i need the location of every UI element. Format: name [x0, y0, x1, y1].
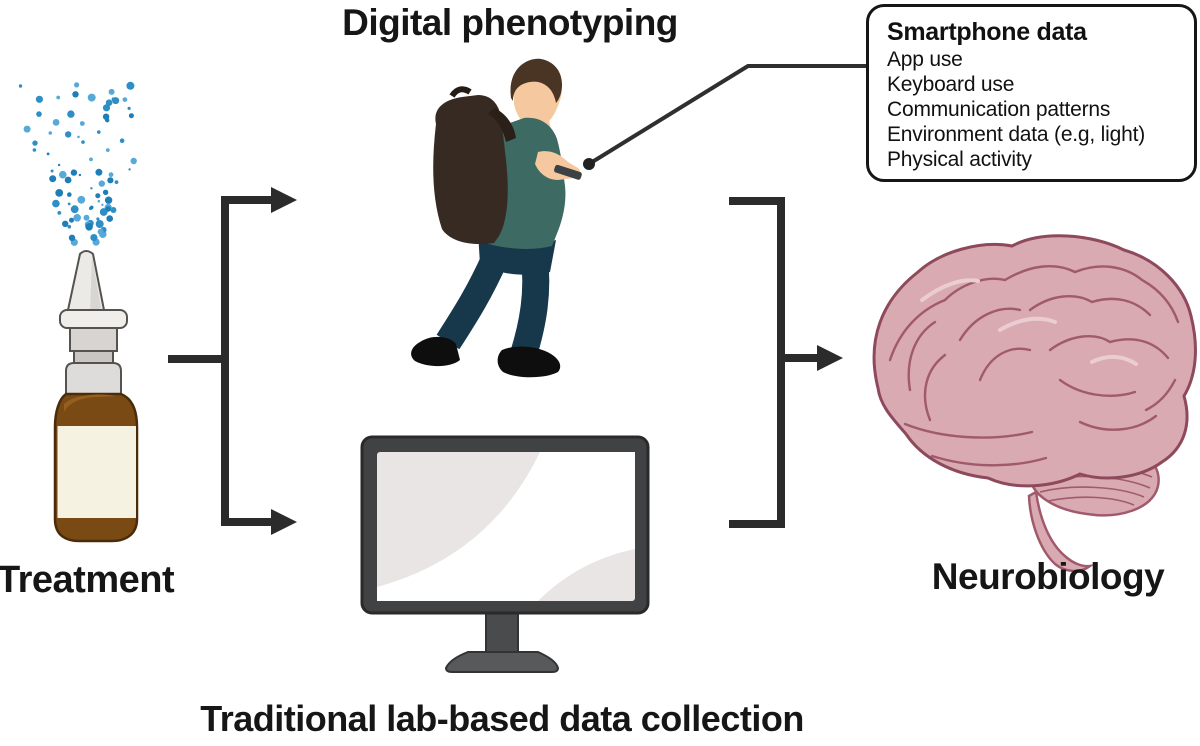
callout-line	[583, 64, 868, 170]
backpack-handle	[449, 86, 472, 98]
treatment-split-bracket	[168, 196, 272, 526]
monitor-base	[444, 651, 560, 673]
pump-collar-upper	[69, 327, 118, 352]
traditional-lab-label: Traditional lab-based data collection	[200, 698, 804, 739]
treatment-label: Treatment	[0, 559, 175, 601]
smartphone-data-box: Smartphone data App use Keyboard use Com…	[866, 4, 1197, 182]
page-title: Digital phenotyping	[342, 2, 678, 43]
nasal-spray-icon	[18, 81, 139, 543]
smartphone-data-item: App use	[887, 48, 963, 71]
smartphone-data-item: Keyboard use	[887, 73, 1015, 96]
smartphone-data-title: Smartphone data	[887, 18, 1087, 46]
neurobiology-label: Neurobiology	[931, 556, 1165, 597]
smartphone-icon	[554, 164, 582, 180]
smartphone-data-item: Environment data (e.g, light)	[887, 123, 1146, 146]
bottle-label	[57, 426, 136, 518]
brain-highlights	[920, 278, 1138, 366]
monitor-icon	[360, 435, 650, 673]
backpack-strap	[488, 108, 516, 142]
bottle-shoulder-highlight	[64, 394, 116, 412]
monitor-neck	[485, 609, 519, 659]
brain-gyri	[888, 265, 1180, 467]
person-hair	[510, 58, 563, 103]
nozzle-base-plate	[59, 309, 128, 329]
person-back-shoe	[411, 336, 460, 367]
person-front-shoe	[497, 346, 561, 378]
callout-dot	[583, 158, 595, 170]
smartphone-data-item: Physical activity	[887, 148, 1032, 171]
arrow-brain-head	[817, 345, 843, 371]
spray-particles	[18, 81, 137, 246]
brain-icon	[872, 234, 1197, 573]
brain-stem	[1027, 490, 1095, 573]
arrow-bottom-head	[271, 509, 297, 535]
screen-highlight	[377, 452, 635, 601]
smartphone-data-item: Communication patterns	[887, 98, 1111, 121]
nozzle-shade	[90, 256, 101, 312]
brain-cerebrum	[872, 234, 1197, 488]
backpack-icon	[433, 95, 508, 245]
walking-person-icon	[411, 58, 582, 378]
pump-collar-lower	[65, 362, 122, 395]
merge-bracket	[729, 197, 818, 528]
arrow-top-head	[271, 187, 297, 213]
person-back-leg	[436, 250, 509, 350]
